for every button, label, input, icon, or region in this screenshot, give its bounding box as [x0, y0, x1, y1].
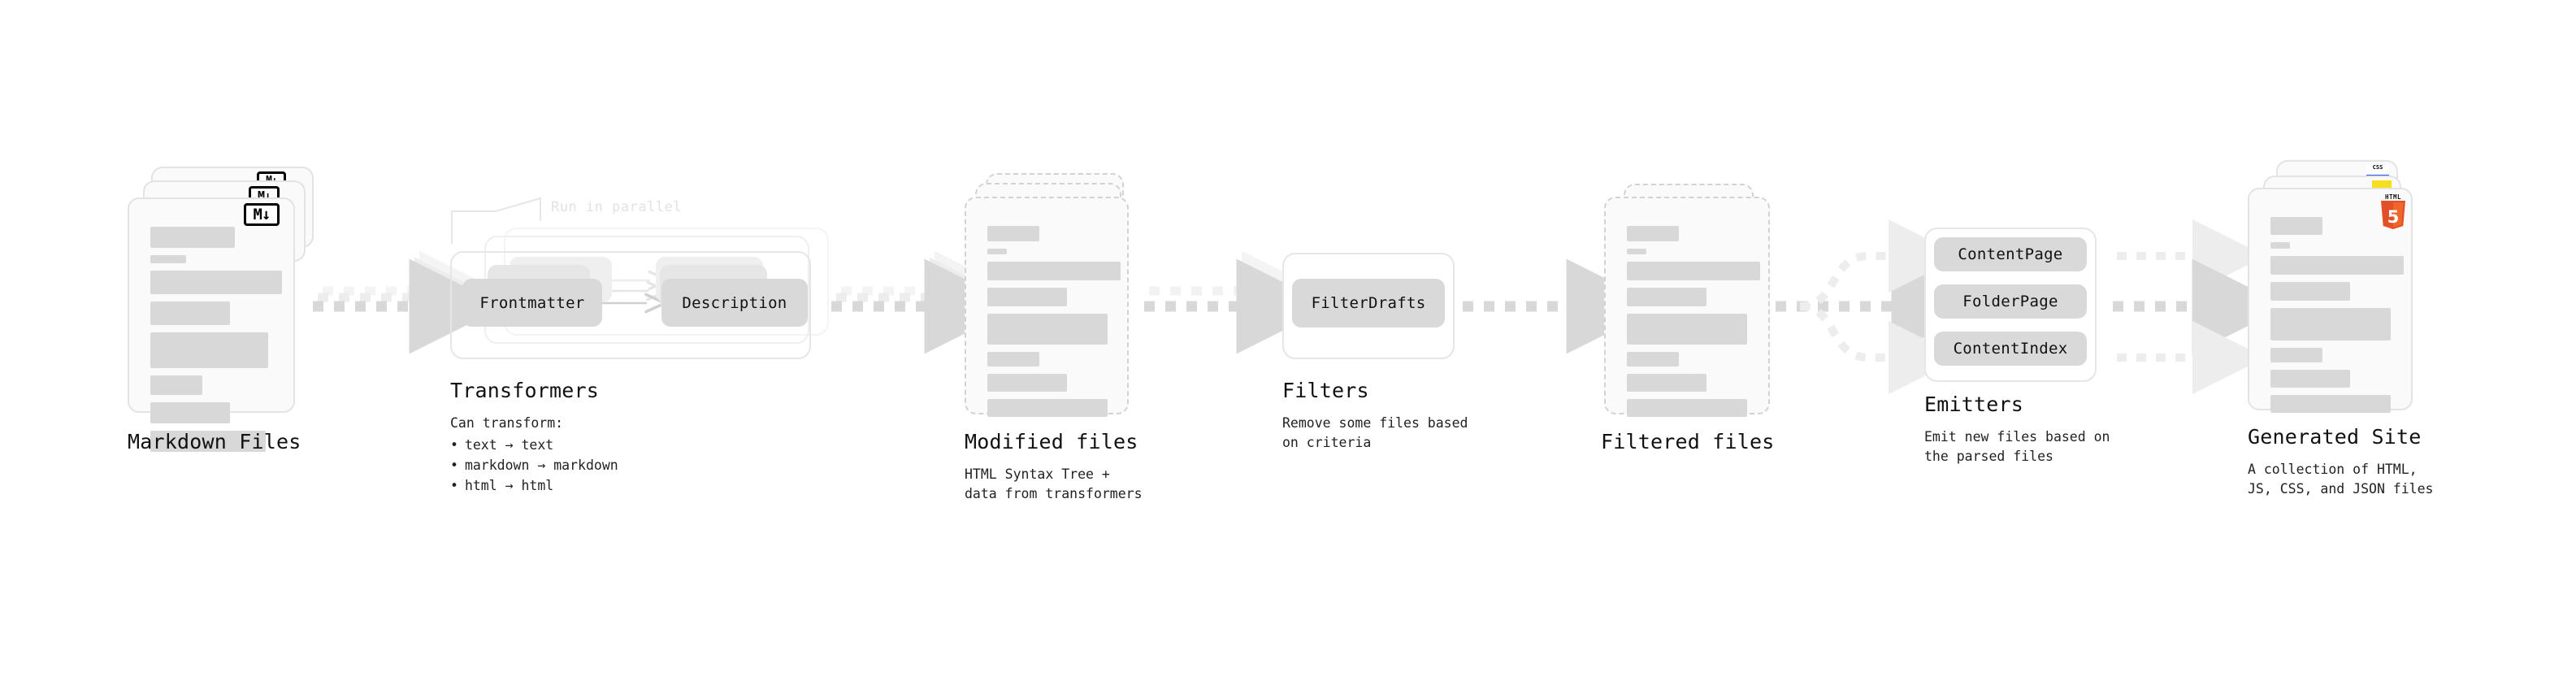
- placeholder-bar: [987, 374, 1067, 392]
- chip-filterdrafts[interactable]: FilterDrafts: [1292, 279, 1445, 327]
- placeholder-bar: [150, 227, 235, 248]
- transformers-caption: Transformers Can transform: text → text …: [450, 378, 743, 496]
- svg-text:5: 5: [2387, 207, 2400, 227]
- modified-caption: Modified files HTML Syntax Tree + data f…: [965, 429, 1233, 504]
- chip-folderpage[interactable]: FolderPage: [1934, 284, 2087, 319]
- transformers-box-front[interactable]: [450, 251, 811, 359]
- placeholder-bar: [987, 262, 1121, 280]
- markdown-doc-front[interactable]: [128, 197, 295, 452]
- placeholder-bar: [987, 226, 1039, 241]
- html5-shield-icon: 5: [2381, 201, 2405, 229]
- placeholder-bar: [2270, 308, 2391, 340]
- transformers-title: Transformers: [450, 379, 600, 402]
- transformers-bullet: text → text: [450, 436, 743, 456]
- placeholder-bar: [1627, 374, 1706, 392]
- placeholder-bar: [150, 402, 230, 423]
- generated-subtitle: A collection of HTML, JS, CSS, and JSON …: [2248, 462, 2434, 497]
- placeholder-bar: [2270, 217, 2322, 235]
- filtered-doc-placeholder-lines: [1627, 226, 1760, 424]
- placeholder-bar: [150, 271, 282, 294]
- emitters-caption: Emitters Emit new files based on the par…: [1924, 392, 2201, 466]
- placeholder-bar: [2270, 256, 2404, 275]
- html5-icon: HTML 5: [2379, 193, 2408, 231]
- placeholder-bar: [987, 249, 1007, 254]
- generated-caption: Generated Site A collection of HTML, JS,…: [2248, 424, 2540, 499]
- arrow-transformers-to-modified: [831, 250, 1020, 354]
- placeholder-bar: [987, 314, 1108, 345]
- placeholder-bar: [2270, 242, 2290, 249]
- generated-title: Generated Site: [2248, 425, 2422, 449]
- arrow-emitters-to-generated: [2113, 219, 2288, 394]
- markdown-doc-placeholder-lines: [150, 227, 282, 459]
- modified-doc-front[interactable]: [965, 197, 1129, 417]
- placeholder-bar: [2270, 282, 2350, 301]
- run-in-parallel-label: Run in parallel: [551, 199, 683, 215]
- filtered-caption: Filtered files: [1601, 429, 1845, 454]
- filters-caption: Filters Remove some files based on crite…: [1282, 378, 1559, 453]
- arrow-markdown-to-transformers: [313, 250, 505, 354]
- placeholder-bar: [150, 375, 202, 395]
- placeholder-bar: [987, 352, 1039, 367]
- placeholder-bar: [987, 288, 1067, 306]
- filtered-title: Filtered files: [1601, 430, 1775, 453]
- placeholder-bar: [2270, 395, 2391, 413]
- placeholder-bar: [2270, 370, 2350, 388]
- emitters-title: Emitters: [1924, 393, 2024, 416]
- chip-frontmatter[interactable]: Frontmatter: [462, 279, 602, 327]
- placeholder-bar: [987, 399, 1108, 417]
- emitters-subtitle: Emit new files based on the parsed files: [1924, 429, 2110, 465]
- placeholder-bar: [1627, 249, 1646, 254]
- placeholder-bar: [1627, 314, 1747, 345]
- transformers-bullet: markdown → markdown: [450, 456, 743, 476]
- filtered-doc-front[interactable]: [1604, 197, 1770, 417]
- modified-title: Modified files: [965, 430, 1138, 453]
- modified-doc-placeholder-lines: [987, 226, 1121, 424]
- markdown-icon: M↓: [244, 203, 280, 226]
- chip-description[interactable]: Description: [661, 279, 808, 327]
- markdown-title: Markdown Files: [128, 430, 301, 453]
- placeholder-bar: [150, 255, 186, 263]
- modified-subtitle: HTML Syntax Tree + data from transformer…: [965, 466, 1143, 502]
- placeholder-bar: [150, 431, 266, 452]
- transformers-bullet: html → html: [450, 476, 743, 497]
- placeholder-bar: [1627, 262, 1760, 280]
- placeholder-bar: [2270, 348, 2322, 362]
- placeholder-bar: [1627, 352, 1679, 367]
- generated-doc-placeholder-lines: [2270, 217, 2404, 420]
- arrow-filtered-to-emitters: [1776, 219, 1987, 394]
- transformers-subtitle: Can transform:: [450, 415, 564, 432]
- transformers-bullet-list: text → text markdown → markdown html → h…: [450, 436, 743, 496]
- placeholder-bar: [1627, 226, 1679, 241]
- placeholder-bar: [150, 332, 268, 368]
- html5-wordmark: HTML: [2384, 193, 2402, 201]
- filters-subtitle: Remove some files based on criteria: [1282, 415, 1468, 451]
- placeholder-bar: [1627, 399, 1747, 417]
- placeholder-bar: [1627, 288, 1706, 306]
- filters-title: Filters: [1282, 379, 1369, 402]
- markdown-caption: Markdown Files: [128, 429, 388, 454]
- placeholder-bar: [150, 301, 230, 325]
- chip-contentindex[interactable]: ContentIndex: [1934, 332, 2087, 366]
- arrow-modified-to-filters: [1144, 250, 1332, 354]
- chip-contentpage[interactable]: ContentPage: [1934, 237, 2087, 271]
